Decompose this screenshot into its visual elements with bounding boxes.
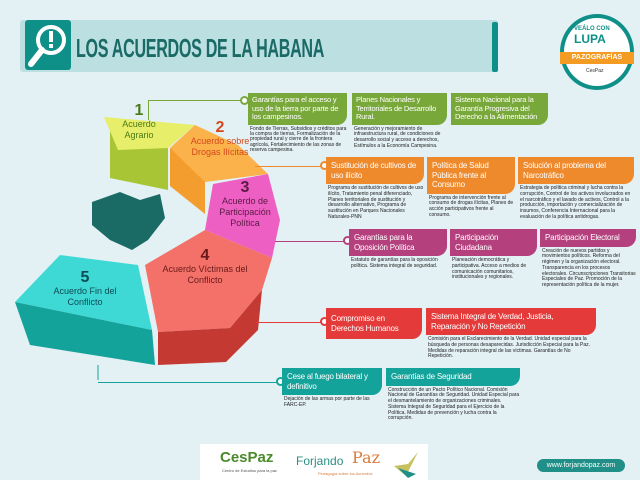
green-box-3: Sistema Nacional para la Garantía Progre… <box>451 93 548 125</box>
segment-3 <box>205 174 280 258</box>
orange-column-1: Sustitución de cultivos de uso ilícito P… <box>326 157 424 221</box>
handshake-icon <box>92 192 165 250</box>
accords-donut <box>15 117 280 380</box>
orange-box-2: Política de Salud Pública frente al Cons… <box>427 157 515 194</box>
badge-line1: VEÁLO CON <box>574 26 610 32</box>
orange-box-1: Sustitución de cultivos de uso ilícito <box>326 157 424 184</box>
magenta-desc-1: Estatuto de garantías para la oposición … <box>351 257 438 269</box>
accord-2-text: Acuerdo sobre Drogas Ilícitas <box>190 136 250 157</box>
segment-1 <box>104 117 195 150</box>
forjando-logo: Forjando <box>296 454 344 468</box>
badge-band: PAZOGRAFÍAS <box>560 52 634 64</box>
red-desc-2: Comisión para el Esclarecimiento de la V… <box>428 336 591 360</box>
connector-magenta <box>275 241 345 242</box>
badge-logo: CesPaz <box>586 68 604 74</box>
banner-end <box>492 22 498 72</box>
accord-4-number: 4 <box>200 247 210 264</box>
segment-2 <box>170 125 268 182</box>
green-box-2: Planes Nacionales y Territoriales de Des… <box>352 93 447 125</box>
green-column-3: Sistema Nacional para la Garantía Progre… <box>451 93 548 125</box>
green-box-1: Garantías para el acceso y uso de la tie… <box>248 93 347 125</box>
segment-4-side <box>158 290 262 365</box>
magenta-desc-3: Creación de nuevos partidos y movimiento… <box>542 247 636 289</box>
connector-orange <box>255 166 321 167</box>
accord-1-number: 1 <box>134 102 144 119</box>
magenta-column-1: Garantías para la Oposición Política Est… <box>349 229 447 270</box>
teal-column-2: Garantías de Seguridad Construcción de u… <box>386 368 520 422</box>
red-box-1: Compromiso en Derechos Humanos <box>326 308 422 339</box>
cespaz-subtitle: Centro de Estudios para la paz <box>222 468 277 473</box>
orange-column-3: Solución al problema del Narcotráfico Es… <box>518 157 634 221</box>
badge-line2: LUPA <box>574 32 606 46</box>
accord-4-text: Acuerdo Víctimas del Conflicto <box>162 264 248 285</box>
magenta-box-3: Participación Electoral <box>540 229 636 247</box>
orange-desc-1: Programa de sustitución de cultivos de u… <box>328 185 424 220</box>
accord-5-text: Acuerdo Fin del Conflicto <box>53 286 117 307</box>
red-column-1: Compromiso en Derechos Humanos <box>326 308 422 339</box>
teal-box-1: Cese al fuego bilateral y definitivo <box>282 368 382 395</box>
accord-1-text: Acuerdo Agrario <box>122 119 156 140</box>
accord-3-number: 3 <box>240 179 250 196</box>
title-banner <box>20 20 498 72</box>
bird-icon <box>394 452 418 478</box>
magenta-box-2: Participación Ciudadana <box>450 229 537 256</box>
magenta-desc-2: Planeación democrática y participativa. … <box>452 257 527 281</box>
accord-5-number: 5 <box>80 269 90 286</box>
green-desc-1: Fondo de Tierras, Subsidios y créditos p… <box>250 125 347 154</box>
magenta-box-1: Garantías para la Oposición Política <box>349 229 447 256</box>
page-title: LOS ACUERDOS DE LA HABANA <box>76 33 325 63</box>
accord-2-number: 2 <box>215 119 225 136</box>
paz-logo: Paz <box>352 448 381 467</box>
orange-column-2: Política de Salud Pública frente al Cons… <box>427 157 515 219</box>
teal-box-2: Garantías de Seguridad <box>386 368 520 386</box>
segment-5 <box>15 255 152 330</box>
magnifier-exclamation-icon <box>25 20 71 70</box>
orange-desc-2: Programa de intervención frente al consu… <box>429 194 514 218</box>
magenta-column-3: Participación Electoral Creación de nuev… <box>540 229 636 289</box>
orange-box-3: Solución al problema del Narcotráfico <box>518 157 634 184</box>
segment-4 <box>145 230 272 332</box>
forjando-subtitle: Pedagogía sobre los Acuerdos <box>318 471 373 476</box>
teal-desc-1: Dejación de las armas por parte de las F… <box>284 396 370 408</box>
accord-3-text: Acuerdo de Participación Política <box>219 196 271 228</box>
teal-desc-2: Construcción de un Pacto Político Nacion… <box>388 386 520 422</box>
green-column-1: Garantías para el acceso y uso de la tie… <box>248 93 347 154</box>
green-column-2: Planes Nacionales y Territoriales de Des… <box>352 93 447 150</box>
red-box-2: Sistema Integral de Verdad, Justicia, Re… <box>426 308 596 335</box>
teal-column-1: Cese al fuego bilateral y definitivo Dej… <box>282 368 382 409</box>
connector-red <box>255 322 321 323</box>
pazografias-badge: VEÁLO CON LUPA PAZOGRAFÍAS CesPaz <box>560 14 634 90</box>
segment-2-side <box>170 148 205 214</box>
green-desc-2: Generación y mejoramiento de infraestruc… <box>354 125 441 149</box>
red-column-2: Sistema Integral de Verdad, Justicia, Re… <box>426 308 596 360</box>
connector-green <box>148 100 244 120</box>
partner-logos: CesPaz Centro de Estudios para la paz Fo… <box>200 444 428 480</box>
website-link[interactable]: www.forjandopaz.com <box>537 459 625 472</box>
cespaz-logo: CesPaz <box>220 449 274 466</box>
segment-5-side <box>15 302 155 365</box>
magenta-column-2: Participación Ciudadana Planeación democ… <box>450 229 537 281</box>
orange-desc-3: Estrategia de política criminal y lucha … <box>520 185 631 220</box>
connector-teal-h <box>98 382 282 383</box>
